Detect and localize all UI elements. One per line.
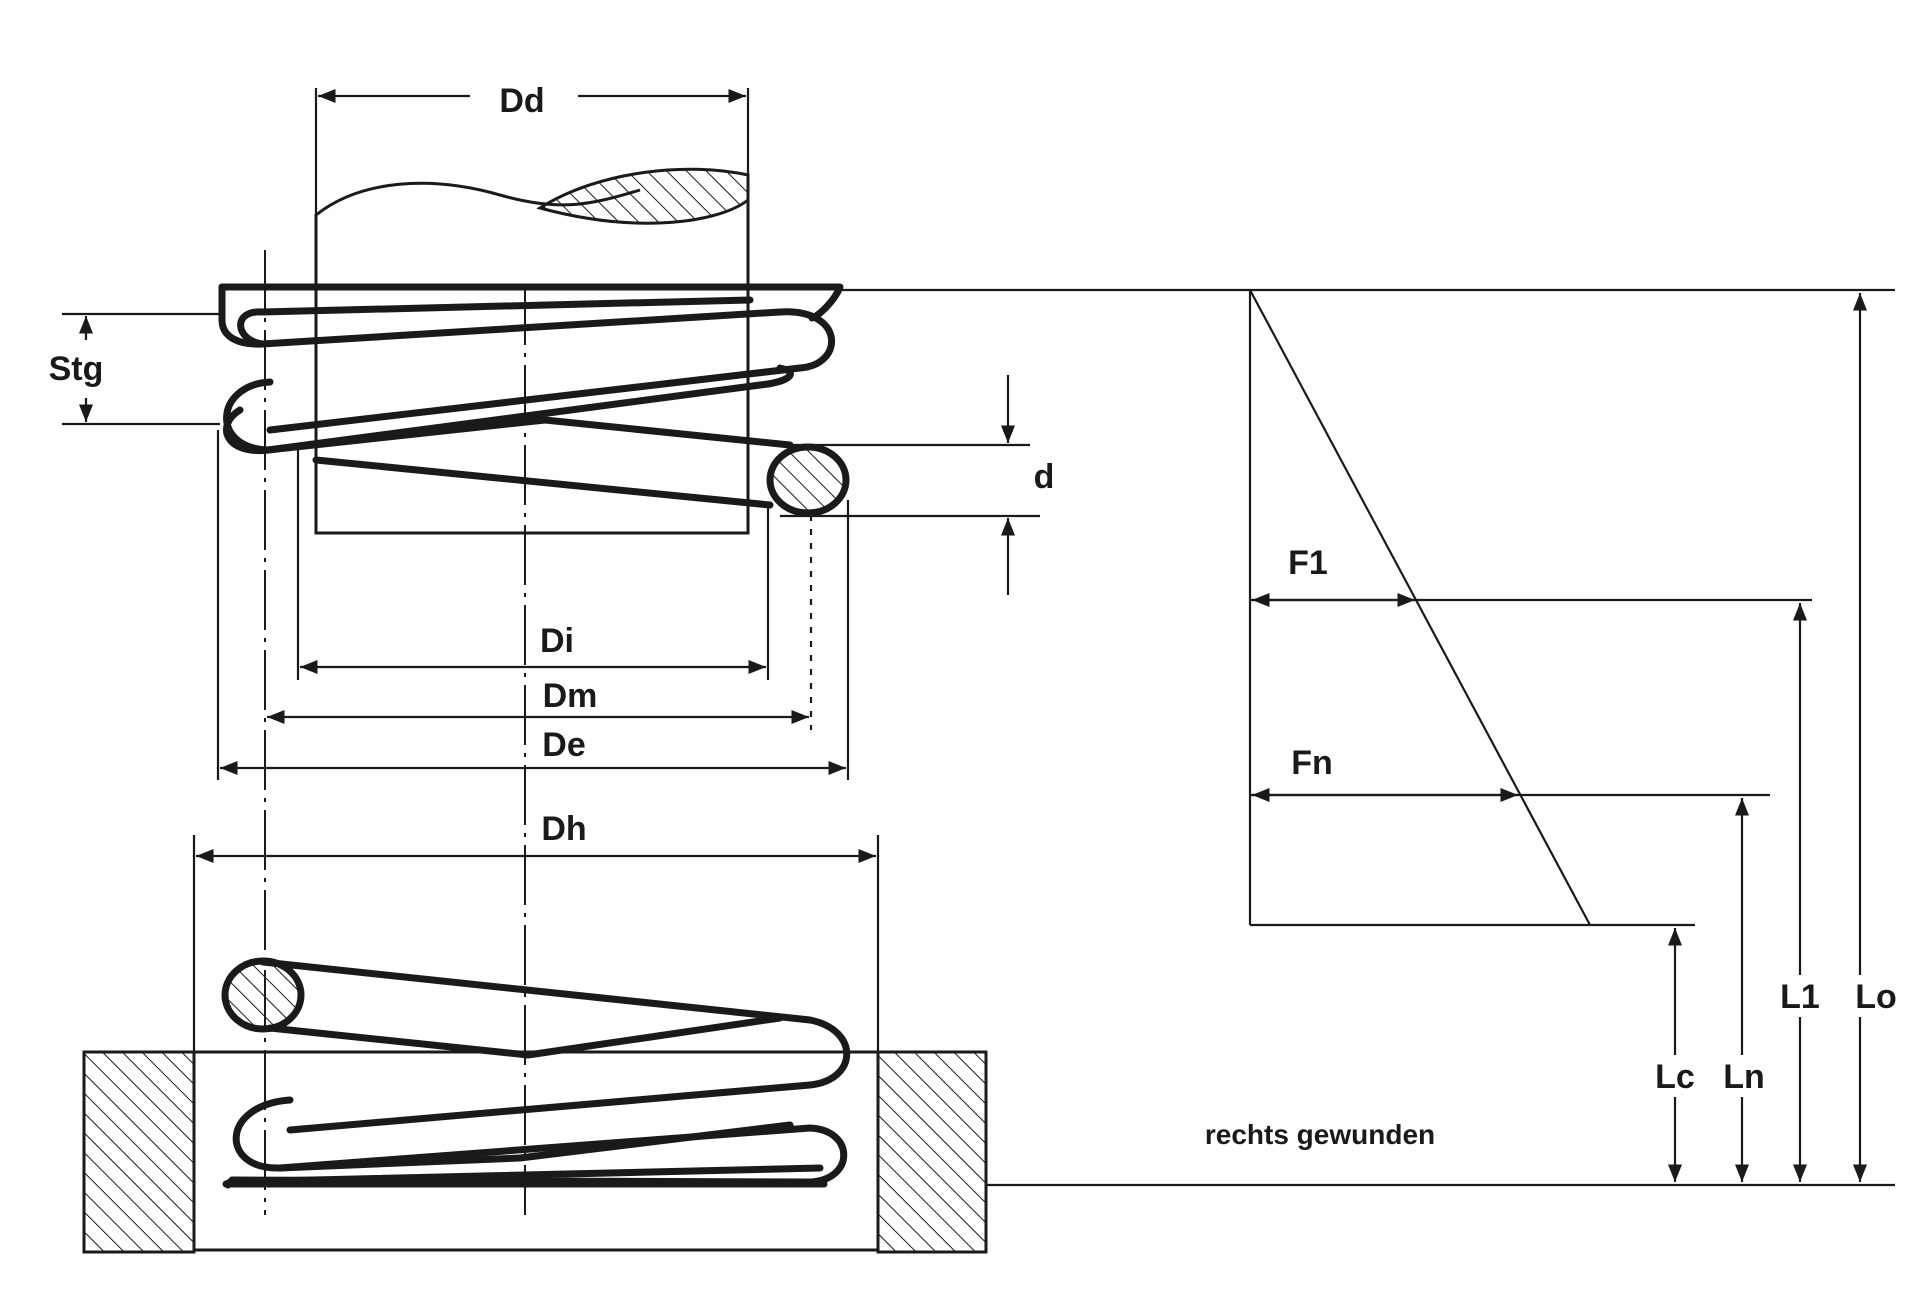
- dim-Dh: Dh: [192, 810, 880, 1055]
- housing-left: [82, 1050, 196, 1254]
- label-Fn: Fn: [1291, 744, 1333, 782]
- label-Lc: Lc: [1655, 1058, 1695, 1096]
- wire-section: [766, 443, 850, 517]
- label-L1: L1: [1780, 978, 1820, 1016]
- label-Stg: Stg: [49, 350, 104, 388]
- spring-coil-upper-1-inner: [237, 296, 754, 348]
- label-Di: Di: [540, 622, 574, 660]
- spring-coil-lower-1: [259, 958, 851, 1134]
- spring-coil-lower-1-inner: [266, 1014, 784, 1059]
- label-Lo: Lo: [1855, 978, 1897, 1016]
- spring-coil-upper-2-left: [223, 406, 272, 455]
- label-Dm: Dm: [543, 677, 598, 715]
- dim-Di: Di: [296, 450, 770, 680]
- spring-characteristic: [1249, 289, 1591, 926]
- label-Dd: Dd: [499, 82, 544, 120]
- dim-Dd: Dd: [314, 82, 750, 285]
- dim-Stg: Stg: [49, 312, 220, 426]
- housing-right: [876, 1050, 988, 1254]
- label-De: De: [542, 726, 585, 764]
- lower-spring-view: [82, 957, 988, 1254]
- dim-Dm: Dm: [267, 515, 813, 730]
- spring-coil-upper-3-lower: [312, 456, 774, 509]
- label-Ln: Ln: [1723, 1058, 1765, 1096]
- dim-d: d: [780, 375, 1054, 595]
- mandrel-section-hatch: [536, 167, 750, 225]
- label-Dh: Dh: [541, 810, 586, 848]
- spring-coil-upper-1: [258, 308, 836, 434]
- upper-spring-view: [218, 167, 850, 535]
- spring-coil-lower-2-inner: [276, 1121, 794, 1172]
- label-d: d: [1034, 458, 1055, 496]
- dim-De: De: [216, 430, 850, 780]
- spring-coil-upper-3: [264, 416, 794, 454]
- winding-note: rechts gewunden: [1205, 1119, 1435, 1150]
- wire-section-lower: [221, 957, 305, 1033]
- label-F1: F1: [1288, 544, 1328, 582]
- force-diagram: F1 Fn Lc Ln L1 Lo rechts gewunden: [840, 288, 1897, 1187]
